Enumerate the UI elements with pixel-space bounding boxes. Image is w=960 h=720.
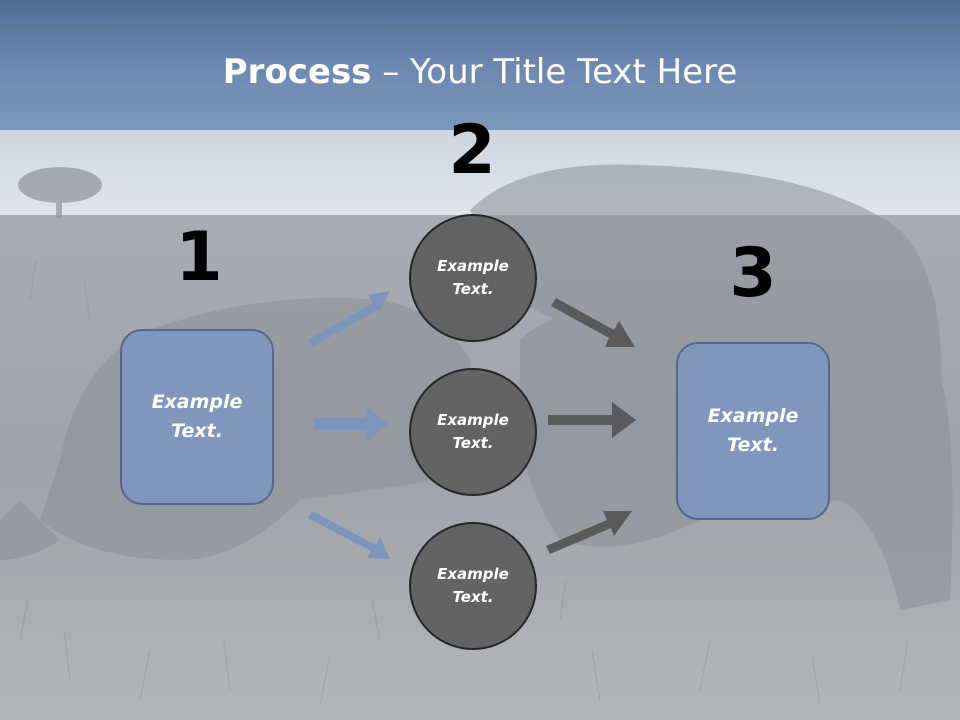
right-process-box: Example Text. [676,342,830,520]
arrow-from-circle-3-icon [546,511,632,554]
tree-silhouette [18,167,102,218]
arrow-from-circle-2-icon [548,402,636,438]
process-circle-3: Example Text. [409,522,537,650]
process-circle-1: Example Text. [409,214,537,342]
slide-title: Process – Your Title Text Here [0,52,960,92]
arrow-from-circle-1-icon [551,298,635,347]
arrow-to-circle-2-icon [314,406,388,442]
circle-2-text: Example Text. [437,411,509,452]
arrow-to-circle-3-icon [308,511,390,559]
title-rest-text: – Your Title Text Here [371,52,738,92]
step-number-3: 3 [729,234,777,313]
step-number-2: 2 [448,111,496,190]
step-number-1: 1 [175,218,223,297]
title-bold-text: Process [222,52,372,92]
circle-3-text: Example Text. [437,565,509,606]
left-process-box: Example Text. [120,329,274,505]
right-box-text: Example Text. [707,405,799,456]
process-circle-2: Example Text. [409,368,537,496]
left-box-text: Example Text. [151,391,243,442]
arrow-to-circle-1-icon [308,291,390,347]
circle-1-text: Example Text. [437,257,509,298]
grass-texture [19,259,909,706]
blue-arrows [308,291,390,559]
gray-arrows [546,298,636,554]
